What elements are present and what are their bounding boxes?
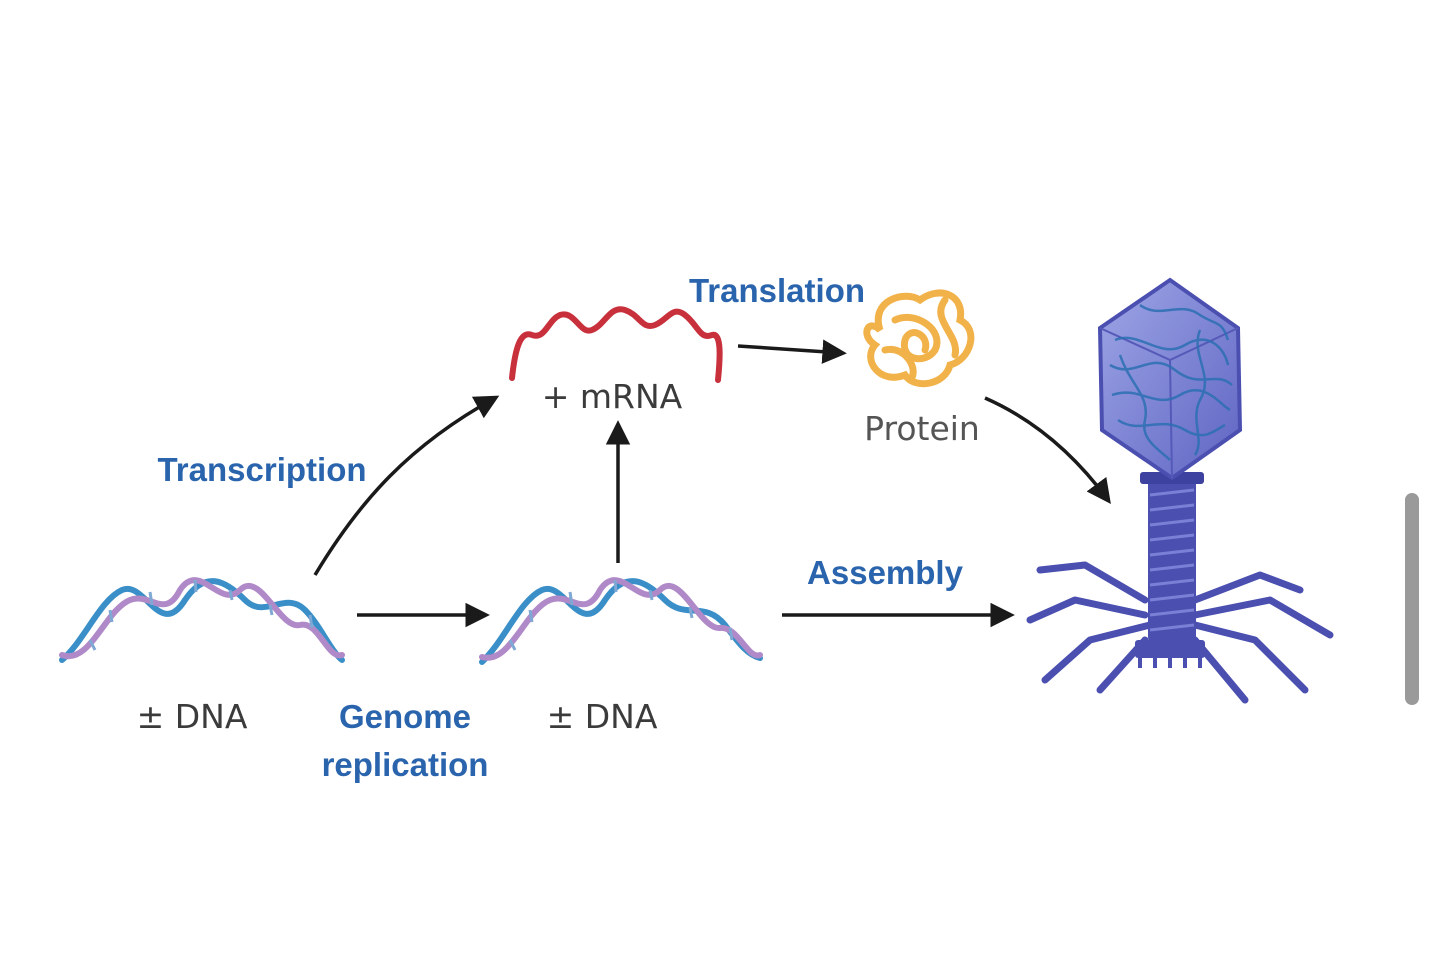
dna-middle-icon [479, 577, 763, 665]
protein-to-phage-arrow [984, 396, 1111, 504]
dna-left-icon [59, 577, 345, 663]
transcription-label: Transcription [157, 451, 366, 488]
dna-middle-label: ± DNA [547, 697, 658, 736]
assembly-label: Assembly [807, 554, 964, 591]
mrna-strand-icon [509, 306, 723, 383]
vertical-scrollbar[interactable] [1405, 493, 1419, 705]
genome-replication-label-line1: Genome [339, 698, 471, 735]
bacteriophage-icon [1026, 277, 1334, 704]
mrna-label: + mRNA [542, 377, 683, 416]
transcription-arrow [313, 395, 500, 576]
translation-label: Translation [689, 272, 865, 309]
genome-replication-label-line2: replication [322, 746, 489, 783]
translation-arrow [737, 339, 847, 364]
arrows [313, 339, 1111, 628]
dna-left-label: ± DNA [137, 697, 248, 736]
protein-label: Protein [864, 409, 980, 448]
folded-protein-icon [863, 289, 975, 388]
